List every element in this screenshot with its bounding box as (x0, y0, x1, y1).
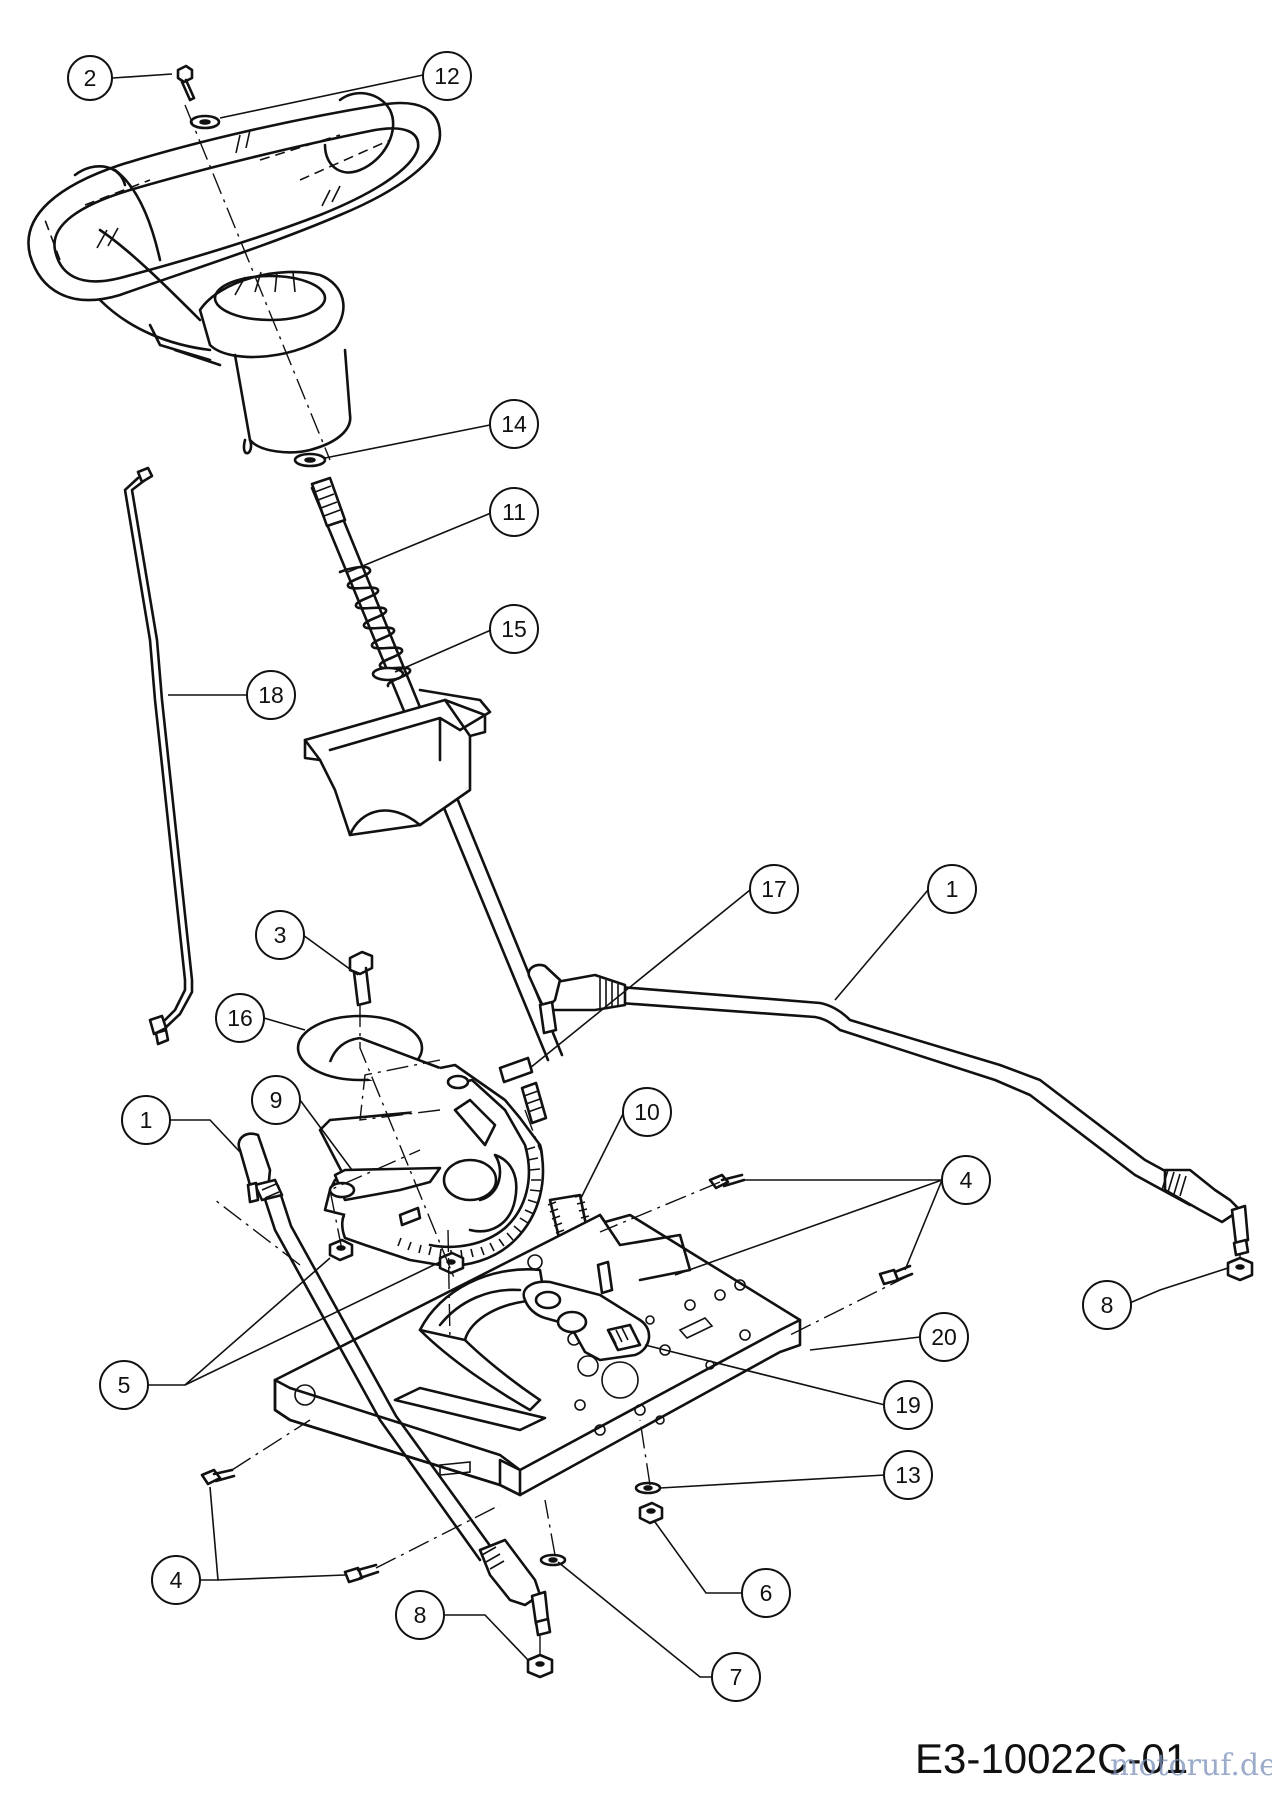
svg-text:15: 15 (501, 616, 527, 642)
svg-text:11: 11 (502, 499, 526, 525)
svg-text:3: 3 (274, 922, 287, 948)
part-7-washer (539, 1553, 567, 1567)
callout-14: 14 (489, 399, 539, 449)
part-1-tie-rod-right (527, 963, 1250, 1257)
svg-text:12: 12 (434, 63, 460, 89)
part-9-sector-gear (318, 1036, 545, 1267)
callout-7: 7 (711, 1652, 761, 1702)
svg-text:10: 10 (634, 1099, 660, 1125)
svg-text:19: 19 (895, 1392, 921, 1418)
part-11-spring (338, 565, 412, 688)
callout-16: 16 (215, 993, 265, 1043)
svg-text:1: 1 (140, 1107, 153, 1133)
part-5-nut-left (328, 1238, 354, 1262)
svg-text:20: 20 (931, 1324, 957, 1350)
callout-11: 11 (489, 487, 539, 537)
svg-text:7: 7 (730, 1664, 743, 1690)
callout-17: 17 (749, 864, 799, 914)
callout-9: 9 (251, 1075, 301, 1125)
callout-20: 20 (919, 1312, 969, 1362)
part-2-bolt (176, 64, 196, 102)
leader-lines (112, 73, 1229, 1678)
svg-text:4: 4 (170, 1567, 183, 1593)
diagram-code-label: E3-10022C-01 (915, 1735, 1189, 1782)
callout-3: 3 (255, 910, 305, 960)
part-8-nut-right (1226, 1256, 1254, 1282)
svg-text:17: 17 (761, 876, 787, 902)
svg-text:6: 6 (760, 1580, 773, 1606)
part-12-washer (189, 114, 221, 130)
part-4-bolt-left (200, 1468, 236, 1486)
svg-text:4: 4 (960, 1167, 973, 1193)
callout-18: 18 (246, 670, 296, 720)
part-4-bolt-top-right (708, 1173, 746, 1190)
svg-text:5: 5 (118, 1372, 131, 1398)
callout-12: 12 (422, 51, 472, 101)
svg-text:13: 13 (895, 1462, 921, 1488)
lower-steering-shaft (498, 1056, 548, 1125)
assembly-center-lines (184, 104, 1241, 1655)
callout-8-right: 8 (1082, 1280, 1132, 1330)
part-6-nut (638, 1501, 664, 1525)
part-20-base-plate (273, 1213, 802, 1497)
watermark-logo: motoruf.de (1110, 1748, 1272, 1783)
callout-13: 13 (883, 1450, 933, 1500)
svg-text:9: 9 (270, 1087, 283, 1113)
part-5-nut-right (438, 1251, 465, 1275)
callout-8-bottom: 8 (395, 1590, 445, 1640)
callout-10: 10 (622, 1087, 672, 1137)
part-3-bolt (348, 950, 374, 1007)
part-13-washer (634, 1481, 662, 1495)
callout-15: 15 (489, 604, 539, 654)
part-19-steering-arm (522, 1260, 651, 1362)
svg-text:18: 18 (258, 682, 284, 708)
callout-1-upper: 1 (927, 864, 977, 914)
callout-2: 2 (67, 55, 113, 101)
part-8-nut-bottom (526, 1653, 554, 1679)
svg-text:2: 2 (84, 65, 97, 91)
svg-text:16: 16 (227, 1005, 253, 1031)
svg-text:8: 8 (414, 1602, 427, 1628)
callout-6: 6 (741, 1568, 791, 1618)
steering-wheel (27, 91, 442, 455)
part-4-bolt-bottom (343, 1563, 380, 1584)
callout-1-left: 1 (121, 1095, 171, 1145)
svg-text:1: 1 (946, 876, 959, 902)
callout-5: 5 (99, 1360, 149, 1410)
part-1-tie-rod-left (237, 1132, 552, 1637)
part-14-washer (293, 452, 327, 468)
callout-4-right: 4 (941, 1155, 991, 1205)
svg-text:14: 14 (501, 411, 527, 437)
svg-text:8: 8 (1101, 1292, 1114, 1318)
part-18-rod (123, 466, 194, 1046)
callout-4-left: 4 (151, 1555, 201, 1605)
steering-support-bracket (303, 688, 492, 837)
callout-19: 19 (883, 1380, 933, 1430)
